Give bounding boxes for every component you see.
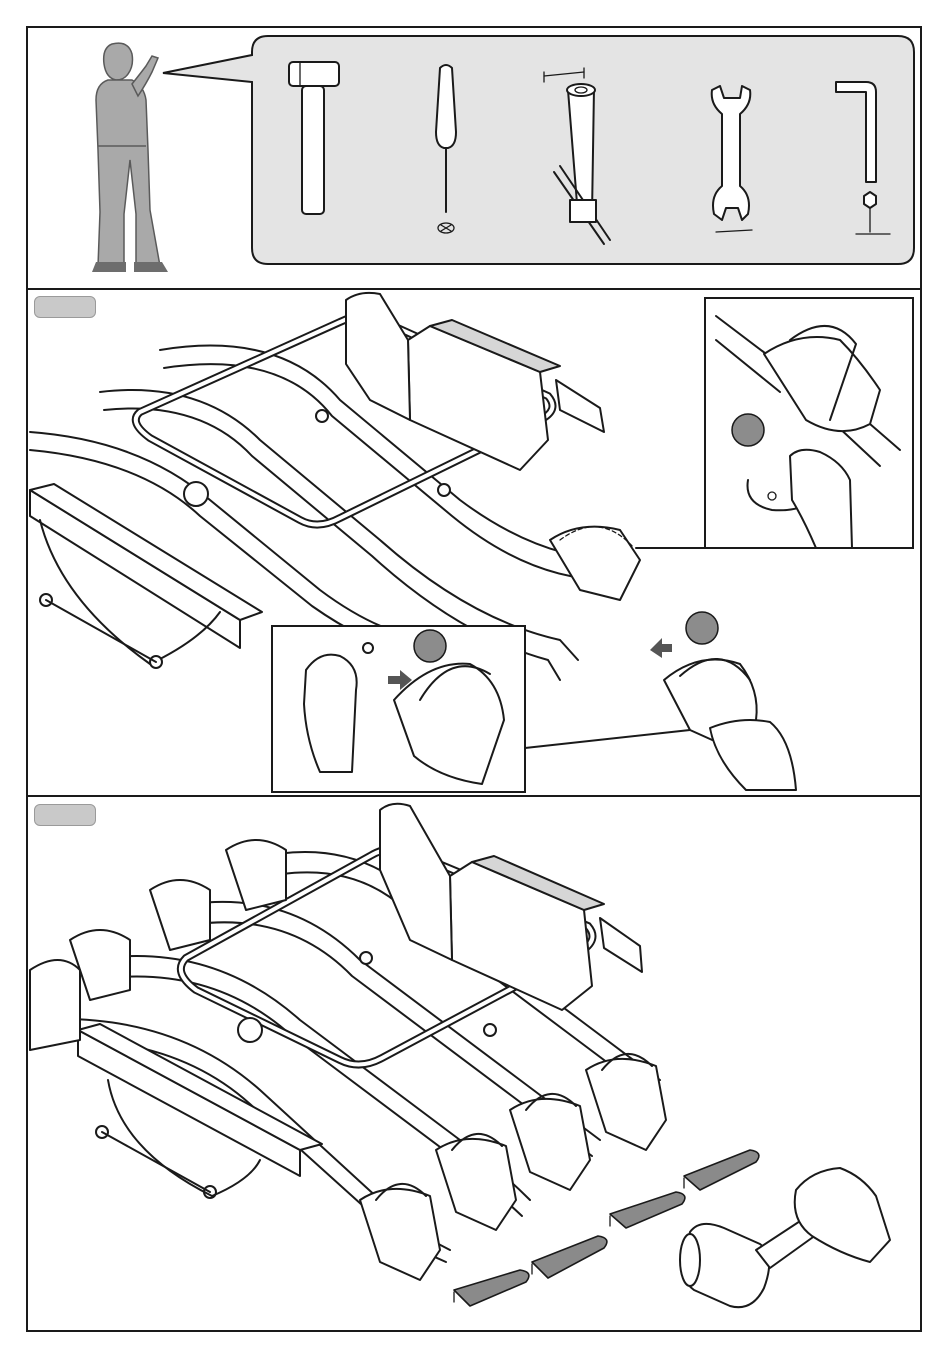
sphere-marker-b — [414, 630, 446, 662]
rack-base-plate-2 — [78, 1030, 300, 1176]
sphere-marker-c — [686, 612, 718, 644]
tools-speech-bubble — [163, 36, 914, 264]
sphere-marker-a — [732, 414, 764, 446]
mallet-with-hand — [680, 1168, 890, 1307]
step-2-illustration — [30, 804, 890, 1307]
person-figure — [92, 43, 168, 272]
hand-step-1 — [710, 720, 796, 790]
coupling-box — [408, 326, 548, 470]
coupling-box-2 — [450, 862, 592, 1010]
step-1-illustration — [30, 293, 913, 792]
tools-panel — [92, 36, 914, 272]
front-wheel-holders — [360, 1054, 666, 1280]
